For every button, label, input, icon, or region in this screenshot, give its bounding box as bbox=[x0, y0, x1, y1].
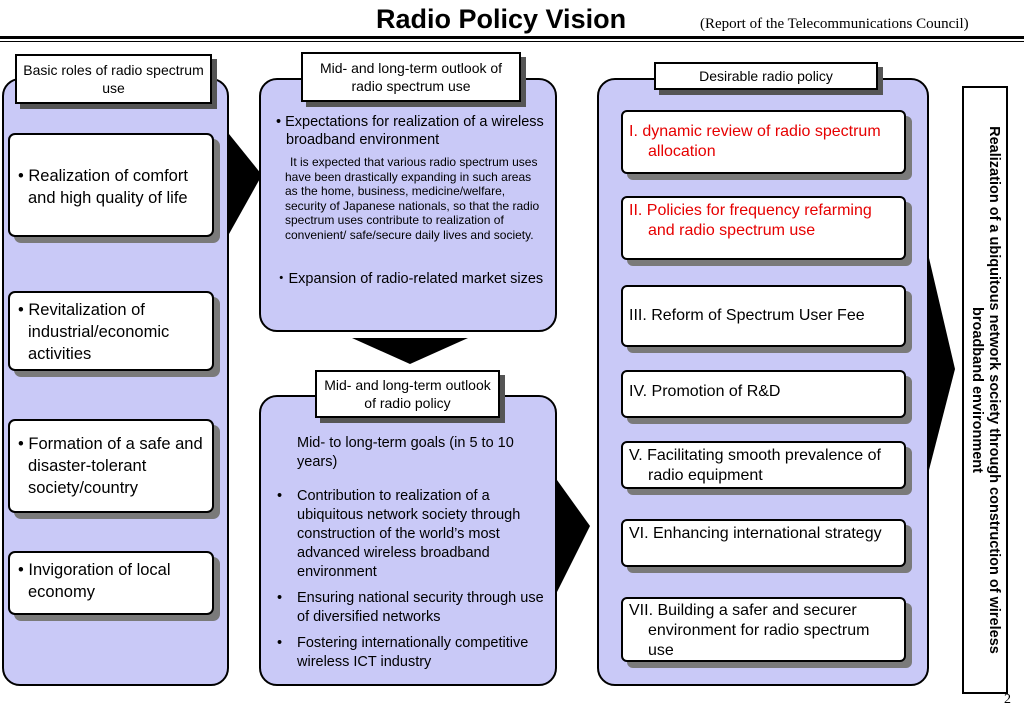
policy-item-text: II. Policies for frequency refarming and… bbox=[629, 202, 872, 239]
page-title: Radio Policy Vision bbox=[376, 4, 627, 34]
basic-roles-label: Basic roles of radio spectrum use bbox=[15, 54, 212, 104]
arrow-outlook-down bbox=[352, 338, 468, 364]
goal-item: Fostering internationally competitive wi… bbox=[277, 634, 555, 672]
policy-item-text: I. dynamic review of radio spectrum allo… bbox=[629, 123, 881, 160]
policy-outlook-label: Mid- and long-term outlook of radio poli… bbox=[315, 370, 500, 418]
ubiquitous-goal-text: Realization of a ubiquitous network soci… bbox=[969, 126, 1002, 654]
arrow-policy-to-desirable bbox=[557, 480, 590, 592]
policy-item-text: III. Reform of Spectrum User Fee bbox=[629, 307, 865, 324]
arrow-left-to-outlook bbox=[229, 134, 262, 234]
desirable-policy-label: Desirable radio policy bbox=[654, 62, 878, 90]
header-rule bbox=[0, 36, 1024, 39]
goal-item: Ensuring national security through use o… bbox=[277, 589, 555, 627]
policy-item-text: VII. Building a safer and securer enviro… bbox=[629, 602, 870, 659]
policy-item-dynamic-review: I. dynamic review of radio spectrum allo… bbox=[621, 110, 906, 174]
policy-item-safer-environment: VII. Building a safer and securer enviro… bbox=[621, 597, 906, 662]
goals-heading: Mid- to long-term goals (in 5 to 10 year… bbox=[297, 435, 514, 470]
role-item-safe-society: • Formation of a safe and disaster-toler… bbox=[8, 419, 214, 513]
policy-item-user-fee: III. Reform of Spectrum User Fee bbox=[621, 285, 906, 347]
policy-item-text: IV. Promotion of R&D bbox=[629, 383, 781, 400]
spectrum-outlook-panel bbox=[259, 78, 557, 332]
ubiquitous-goal-box: Realization of a ubiquitous network soci… bbox=[962, 86, 1008, 694]
policy-item-text: VI. Enhancing international strategy bbox=[629, 525, 882, 542]
role-item-comfort: • Realization of comfort and high qualit… bbox=[8, 133, 214, 237]
spectrum-bullet-market: ・Expansion of radio-related market sizes bbox=[274, 271, 544, 287]
header-rule-thin bbox=[0, 41, 1024, 42]
role-item-local-economy: • Invigoration of local economy bbox=[8, 551, 214, 615]
policy-item-refarming: II. Policies for frequency refarming and… bbox=[621, 196, 906, 260]
arrow-desirable-to-goal bbox=[929, 258, 955, 470]
role-item-text: • Formation of a safe and disaster-toler… bbox=[18, 435, 203, 497]
role-item-text: • Invigoration of local economy bbox=[18, 561, 171, 601]
spectrum-bullet-broadband: • Expectations for realization of a wire… bbox=[276, 114, 544, 148]
spectrum-outlook-label: Mid- and long-term outlook of radio spec… bbox=[301, 52, 521, 102]
policy-item-radio-equipment: V. Facilitating smooth prevalence of rad… bbox=[621, 441, 906, 489]
policy-item-rnd: IV. Promotion of R&D bbox=[621, 370, 906, 418]
goals-list: Contribution to realization of a ubiquit… bbox=[259, 487, 555, 679]
role-item-industrial: • Revitalization of industrial/economic … bbox=[8, 291, 214, 371]
page-number: 2 bbox=[1004, 692, 1011, 707]
page-subtitle: (Report of the Telecommunications Counci… bbox=[700, 16, 969, 32]
role-item-text: • Realization of comfort and high qualit… bbox=[18, 167, 188, 207]
policy-item-text: V. Facilitating smooth prevalence of rad… bbox=[629, 447, 881, 484]
role-item-text: • Revitalization of industrial/economic … bbox=[18, 301, 170, 363]
spectrum-detail: It is expected that various radio spectr… bbox=[285, 155, 540, 242]
goal-item: Contribution to realization of a ubiquit… bbox=[277, 487, 555, 582]
policy-item-international: VI. Enhancing international strategy bbox=[621, 519, 906, 567]
